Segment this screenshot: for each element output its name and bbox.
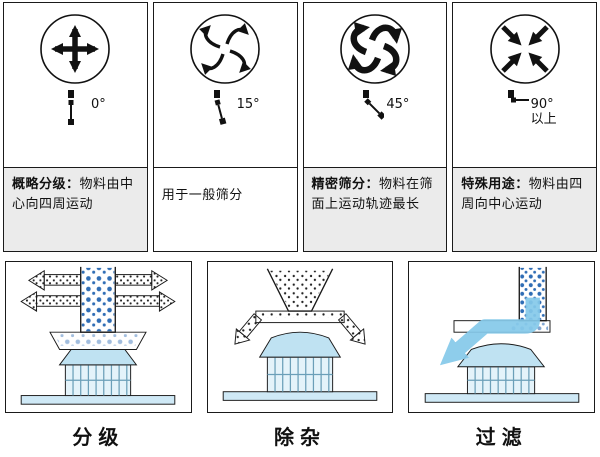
machine-diagram-box	[206, 261, 394, 413]
panel-label-impurity-removal: 除杂	[273, 425, 326, 449]
description-body: 物料在筛面上运动轨迹最长	[311, 177, 434, 212]
machine-diagram-box	[408, 261, 595, 413]
angle-indicator-row: 0°	[45, 88, 106, 132]
angle-label: 0°	[90, 97, 106, 112]
motion-angle-table: 0° 概略分级：物料由中心向四周运动	[3, 2, 597, 252]
angle-indicator-15deg-icon	[213, 90, 226, 125]
angle-label: 90°以上	[530, 97, 557, 127]
angle-column-0deg: 0° 概略分级：物料由中心向四周运动	[3, 2, 148, 252]
motion-pattern-pinwheel-thick-icon	[340, 14, 410, 84]
angle-indicator-row: 45°	[340, 88, 409, 132]
description-body: 物料由中心向四周运动	[12, 177, 134, 212]
angle-indicator-row: 15°	[191, 88, 260, 132]
angle-column-90deg-plus: 90°以上 特殊用途：物料由四周向中心运动	[452, 2, 597, 252]
angle-description: 精密筛分：物料在筛面上运动轨迹最长	[303, 167, 447, 251]
panel-label-filtration: 过滤	[475, 425, 528, 449]
angle-column-45deg: 45° 精密筛分：物料在筛面上运动轨迹最长	[302, 2, 448, 252]
angle-description: 用于一般筛分	[153, 167, 297, 251]
panel-impurity-removal: 除杂	[206, 261, 394, 455]
machine-diagram-box	[5, 261, 192, 413]
description-body: 物料由四周向中心运动	[461, 177, 583, 212]
angle-label: 45°	[386, 97, 410, 112]
diagram-area: 90°以上	[453, 3, 596, 167]
angle-indicator-0deg-icon	[67, 90, 74, 125]
panel-label-classification: 分级	[72, 425, 125, 449]
impurity-removal-machine-diagram	[222, 268, 378, 401]
panel-classification: 分级	[5, 261, 192, 455]
classification-machine-diagram	[20, 266, 177, 405]
description-body: 用于一般筛分	[161, 188, 243, 203]
angle-indicator-45deg-icon	[363, 90, 385, 120]
motion-pattern-cross-inward-icon	[489, 14, 560, 84]
angle-description: 特殊用途：物料由四周向中心运动	[453, 167, 596, 251]
description-header: 特殊用途：	[461, 177, 529, 192]
diagram-area: 45°	[304, 3, 447, 167]
application-panels: 分级	[3, 261, 597, 455]
motion-pattern-cross-outward-icon	[40, 14, 111, 84]
angle-indicator-90deg-icon	[507, 90, 529, 103]
description-header: 精密筛分：	[311, 177, 380, 192]
panel-filtration: 过滤	[408, 261, 595, 455]
filtration-machine-diagram	[424, 266, 579, 403]
diagram-area: 15°	[154, 3, 297, 167]
angle-description: 概略分级：物料由中心向四周运动	[4, 167, 147, 251]
angle-label: 15°	[236, 97, 260, 112]
motion-pattern-pinwheel-thin-icon	[190, 14, 260, 84]
angle-indicator-row: 90°以上	[485, 88, 565, 132]
angle-column-15deg: 15° 用于一般筛分	[152, 2, 298, 252]
diagram-area: 0°	[4, 3, 147, 167]
description-header: 概略分级：	[12, 177, 80, 192]
